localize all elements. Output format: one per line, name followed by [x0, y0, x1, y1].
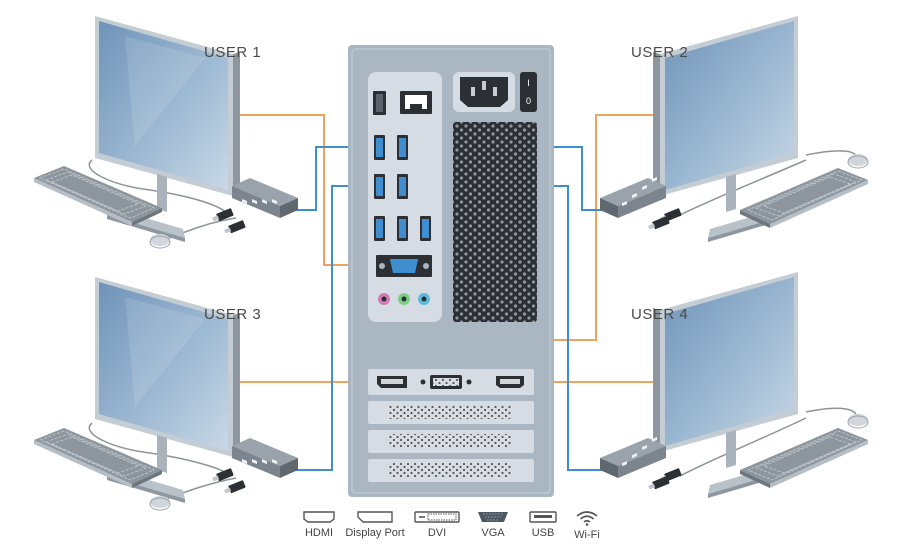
power-switch-on-label: I [527, 78, 530, 88]
mouse [149, 233, 171, 249]
displayport-output [377, 376, 407, 388]
usb-port [397, 216, 408, 241]
usb-hub [600, 176, 666, 218]
keyboard [739, 427, 869, 489]
vga-port-icon [478, 512, 508, 522]
vga-port [376, 255, 432, 277]
user-3-label: USER 3 [204, 306, 262, 323]
legend-label: DVI [427, 527, 447, 539]
keyboard [33, 427, 163, 489]
graphics-card-bracket [368, 369, 534, 395]
power-switch-off-label: 0 [526, 96, 531, 106]
usb-port [397, 135, 408, 160]
usb-cable-user1 [292, 146, 378, 211]
legend-item-wifi: Wi-Fi [552, 510, 622, 541]
legend-item-hdmi: HDMI [284, 510, 354, 539]
user-1-label: USER 1 [204, 44, 262, 61]
legend-label: Display Port [345, 527, 405, 539]
legend-label: USB [531, 527, 555, 539]
usb-port-icon [529, 511, 557, 523]
usb-plug [648, 216, 670, 230]
legend-label: HDMI [304, 527, 334, 539]
audio-jacks [378, 293, 430, 305]
usb-port [420, 216, 431, 241]
usb-port [374, 216, 385, 241]
cables [88, 114, 858, 501]
legend-item-dvi: DVI [402, 510, 472, 539]
user-4-label: USER 4 [631, 306, 689, 323]
legend-item-displayport: Display Port [340, 510, 410, 539]
pc-tower: I 0 [348, 45, 554, 497]
legend-item-usb: USB [508, 510, 578, 539]
ventilation-grille [453, 122, 537, 322]
legend-item-vga: VGA [458, 510, 528, 539]
dvi-port-icon [414, 511, 460, 523]
dvi-output [420, 375, 472, 389]
usb-port [397, 174, 408, 199]
usb-port [374, 135, 385, 160]
mouse [847, 153, 869, 169]
usb-hub [600, 436, 666, 478]
mouse [149, 495, 171, 511]
usb-hub [232, 438, 298, 478]
usb-ports [374, 135, 431, 241]
mouse [847, 413, 869, 429]
displayport-icon [357, 511, 393, 523]
hdmi-port-icon [303, 511, 335, 523]
ethernet-port [400, 91, 432, 114]
usb-plug [224, 220, 246, 234]
legend-label: Wi-Fi [574, 529, 600, 541]
usb-port [374, 174, 385, 199]
expansion-slot-covers [368, 401, 534, 482]
usb-plug [648, 476, 670, 490]
usb-plug [224, 480, 246, 494]
keyboard [739, 167, 869, 229]
usb-hub [232, 178, 298, 218]
power-socket [453, 72, 515, 112]
user-2-label: USER 2 [631, 44, 689, 61]
connector-legend: HDMI Display Port DVI VGA USB [298, 510, 618, 550]
power-switch[interactable]: I 0 [520, 72, 537, 112]
hdmi-port [373, 91, 386, 115]
hdmi-output [496, 376, 524, 388]
legend-label: VGA [481, 527, 505, 539]
wifi-icon [576, 511, 598, 526]
